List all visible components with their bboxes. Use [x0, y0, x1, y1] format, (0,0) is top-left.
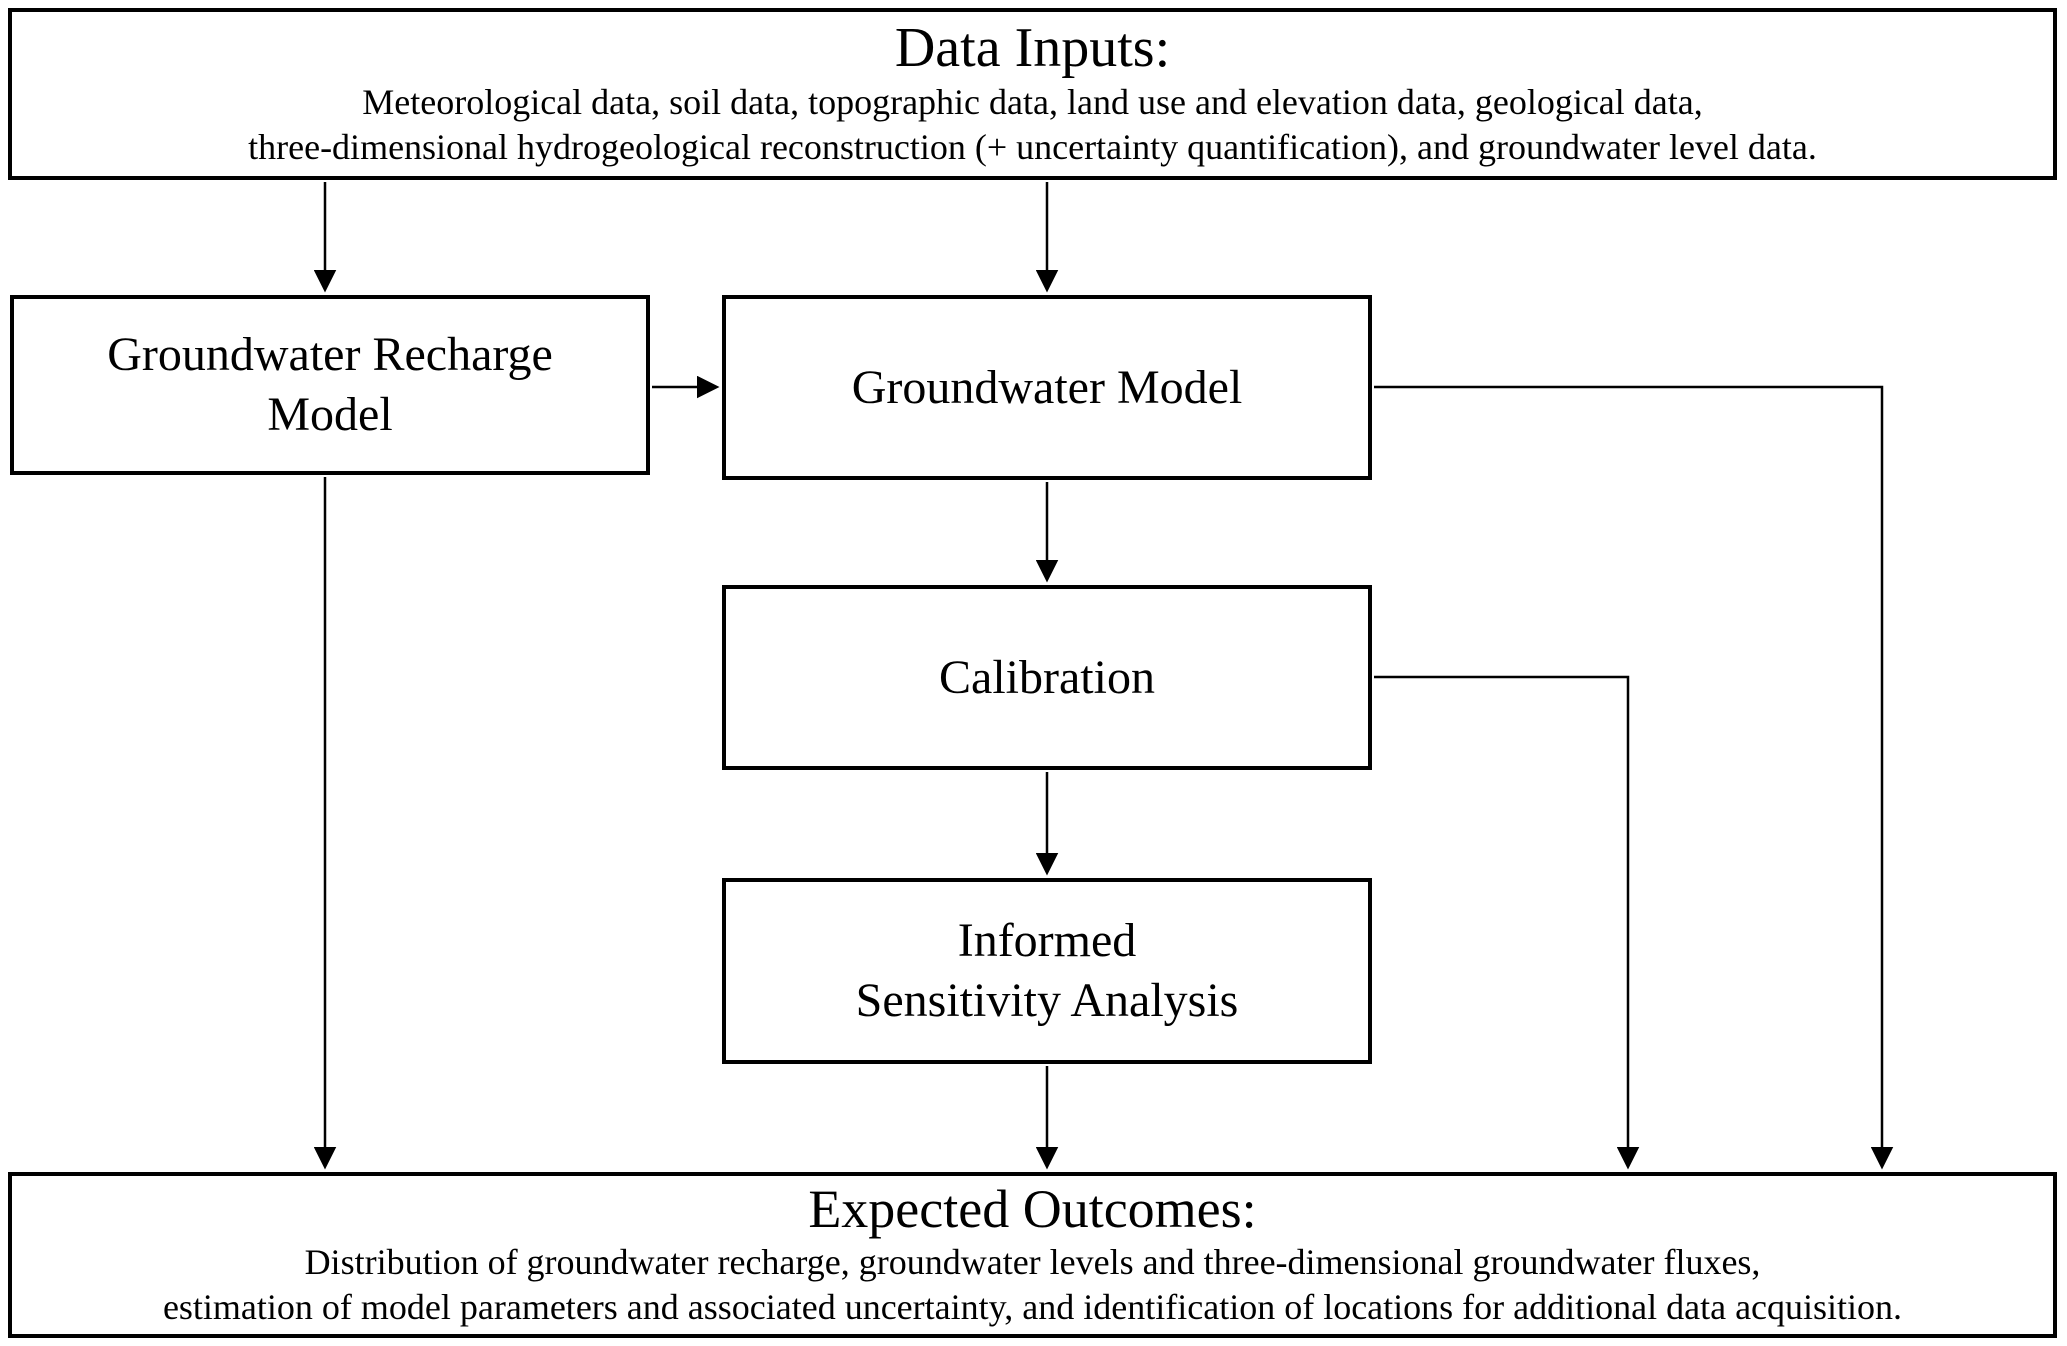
- data-inputs-box: Data Inputs: Meteorological data, soil d…: [8, 8, 2057, 180]
- groundwater-recharge-model-box: Groundwater Recharge Model: [10, 295, 650, 475]
- arrow-gwmodel-to-outcomes: [1374, 385, 1894, 1170]
- expected-outcomes-title: Expected Outcomes:: [808, 1179, 1257, 1240]
- informed-sensitivity-analysis-label-line2: Sensitivity Analysis: [855, 974, 1239, 1027]
- expected-outcomes-line1: Distribution of groundwater recharge, gr…: [304, 1241, 1761, 1282]
- informed-sensitivity-analysis-label-line1: Informed: [957, 914, 1137, 967]
- groundwater-model-box: Groundwater Model: [722, 295, 1372, 480]
- expected-outcomes-line2: estimation of model parameters and assoc…: [162, 1286, 1903, 1327]
- data-inputs-title: Data Inputs:: [894, 17, 1171, 80]
- data-inputs-line1: Meteorological data, soil data, topograp…: [362, 81, 1703, 122]
- calibration-box: Calibration: [722, 585, 1372, 770]
- calibration-label: Calibration: [939, 650, 1155, 704]
- groundwater-recharge-model-label-line2: Model: [267, 388, 393, 441]
- arrow-calibration-to-outcomes: [1374, 675, 1640, 1170]
- data-inputs-line2: three-dimensional hydrogeological recons…: [248, 126, 1817, 167]
- groundwater-model-label: Groundwater Model: [851, 360, 1243, 414]
- groundwater-recharge-model-label-line1: Groundwater Recharge: [107, 328, 553, 381]
- expected-outcomes-box: Expected Outcomes: Distribution of groun…: [8, 1172, 2057, 1338]
- informed-sensitivity-analysis-box: Informed Sensitivity Analysis: [722, 878, 1372, 1064]
